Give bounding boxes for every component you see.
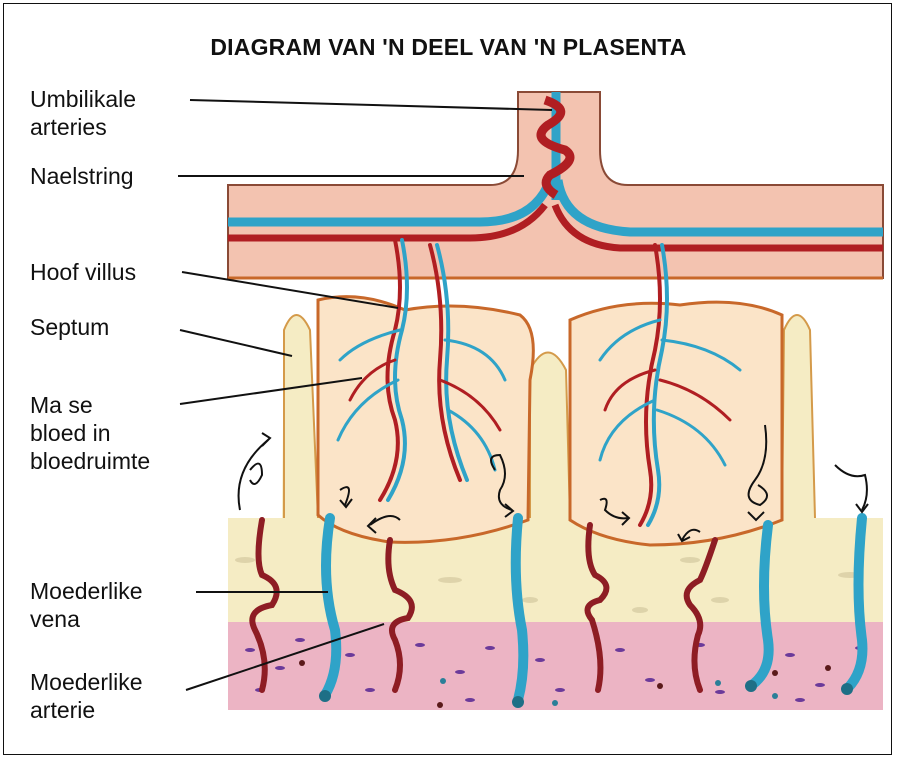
label-main-villus: Hoof villus <box>30 258 136 286</box>
leader-umbilical-arteries <box>190 100 552 110</box>
label-umbilical-arteries: Umbilikale arteries <box>30 85 136 141</box>
diagram-title: DIAGRAM VAN 'N DEEL VAN 'N PLASENTA <box>0 34 897 61</box>
label-umbilical-cord: Naelstring <box>30 162 134 190</box>
label-maternal-blood: Ma se bloed in bloedruimte <box>30 391 150 475</box>
label-septum: Septum <box>30 313 109 341</box>
villous-mass-right <box>570 302 782 545</box>
label-maternal-artery: Moederlike arterie <box>30 668 143 724</box>
label-maternal-vein: Moederlike vena <box>30 577 143 633</box>
leader-septum <box>180 330 292 356</box>
